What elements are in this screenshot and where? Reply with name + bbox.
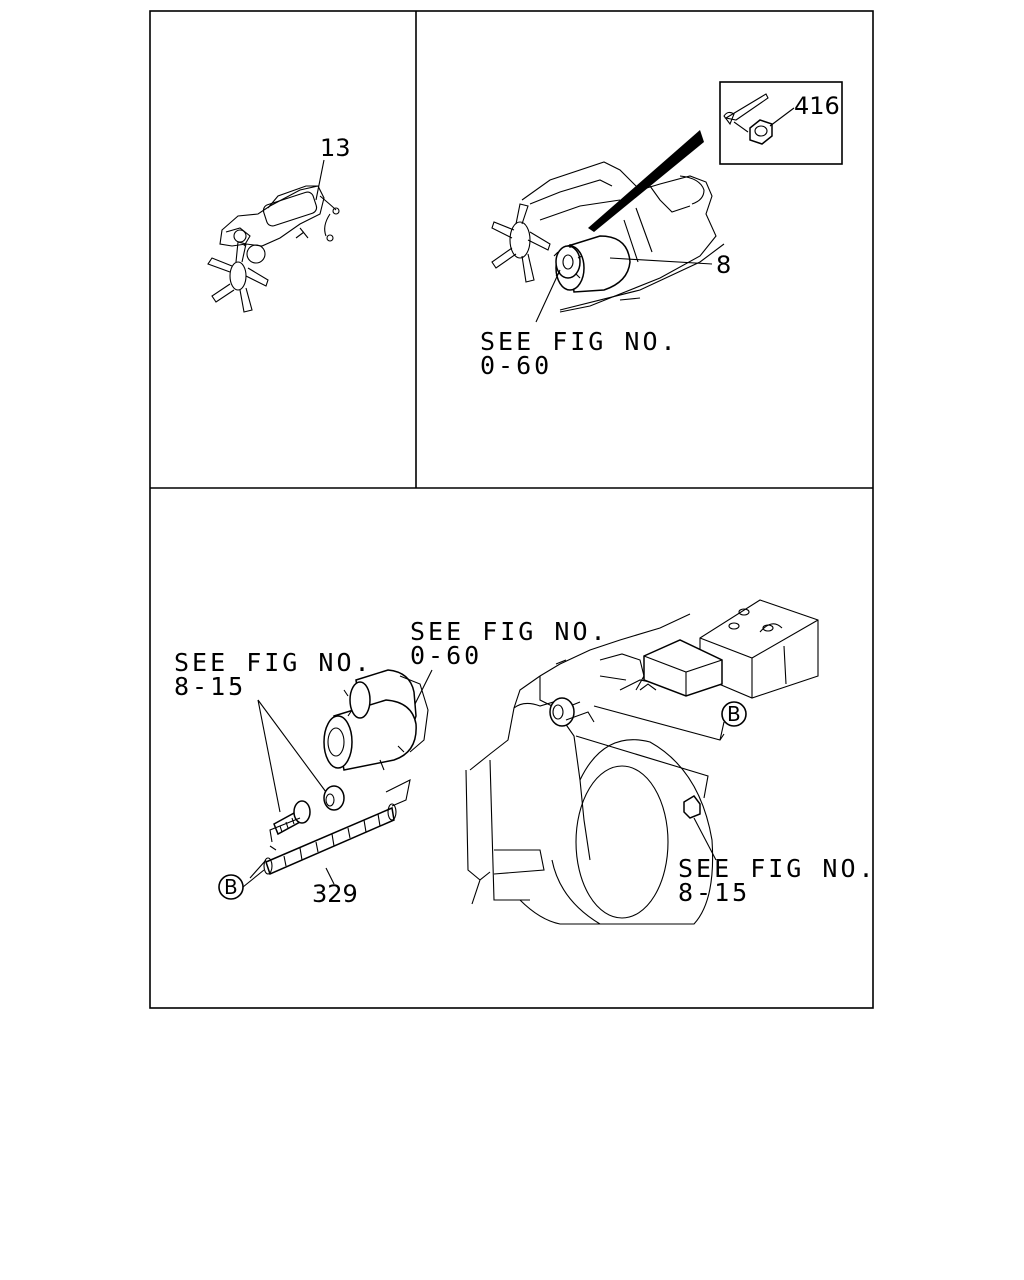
leader-left-bolt [257, 699, 281, 813]
callout-416: 416 [794, 92, 840, 120]
battery-drawing [643, 599, 819, 699]
fan-drawing [491, 203, 551, 283]
fan-drawing [207, 241, 269, 313]
see-fig-left-line2: 8-15 [174, 672, 246, 701]
ref-marker-left-label: B [224, 875, 238, 899]
panel-top-left: 13 [207, 134, 351, 313]
leader-left-nut [257, 699, 327, 793]
see-fig-top-line2: 0-60 [410, 641, 482, 670]
leader-top-starter [413, 669, 433, 707]
nut-icon [749, 119, 773, 145]
inset-pointer [588, 130, 704, 232]
see-fig-top-line1: SEE FIG NO. [410, 617, 609, 646]
inset-detail: 416 [719, 81, 843, 165]
starter-motor-drawing [323, 669, 429, 771]
callout-13: 13 [320, 134, 351, 162]
panel-top-right: 416 [480, 81, 843, 380]
callout-8: 8 [716, 251, 731, 279]
diagram-frame [149, 10, 874, 1009]
leader-right-clip [693, 817, 717, 861]
see-fig-right-line2: 8-15 [678, 878, 750, 907]
bolt-icon [273, 800, 311, 836]
engine-harness-drawing [207, 185, 340, 313]
see-fig-left-line1: SEE FIG NO. [174, 648, 373, 677]
wheel-drawing [519, 739, 714, 925]
ref-marker-right-label: B [727, 702, 741, 726]
ref-marker-b-right: B [719, 701, 747, 741]
nut-icon [323, 785, 345, 811]
engine-starter-drawing [491, 161, 725, 313]
callout-329: 329 [312, 880, 358, 908]
leader-329 [325, 867, 335, 885]
harness-drawing [249, 779, 411, 879]
leader-line-13 [315, 159, 325, 201]
see-fig-label-line1: SEE FIG NO. [480, 327, 679, 356]
panel-bottom: SEE FIG NO. 8-15 SEE FIG NO. 0-60 SEE FI… [174, 599, 877, 925]
see-fig-label-line2: 0-60 [480, 351, 552, 380]
see-fig-right-line1: SEE FIG NO. [678, 854, 877, 883]
leader-line-see-fig [535, 269, 561, 323]
leader-line-8 [609, 257, 713, 265]
ref-marker-b-left: B [218, 869, 265, 900]
